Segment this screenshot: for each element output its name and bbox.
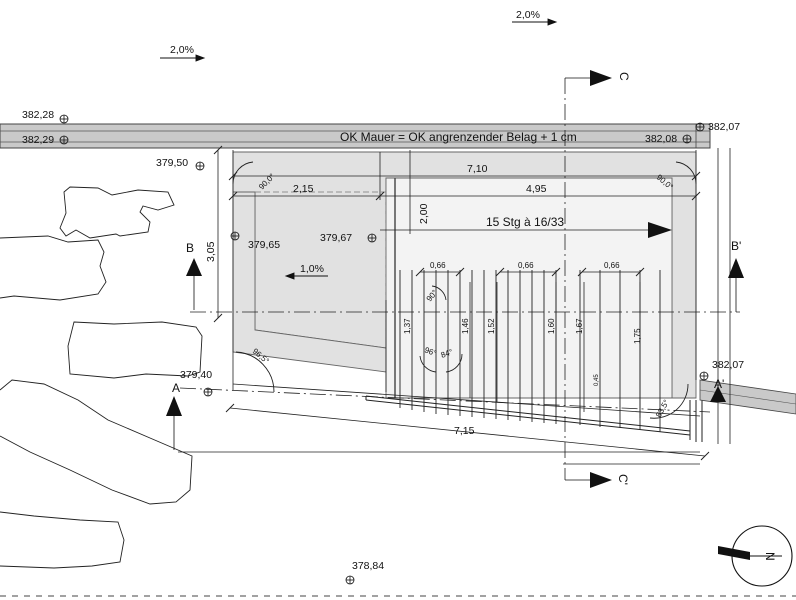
- height-label: 1,37: [403, 318, 412, 334]
- dimension-label: 0,66: [430, 261, 446, 270]
- dimension-label: 7,15: [454, 425, 475, 437]
- angle-label: 83,5°: [654, 398, 671, 419]
- slope-label: 2,0%: [516, 9, 540, 21]
- height-label: 1,75: [633, 328, 642, 344]
- section-label-c: C: [617, 72, 631, 81]
- dimension-lines: [178, 78, 740, 480]
- angle-arcs: [232, 161, 697, 419]
- section-markers: [166, 70, 744, 488]
- stairs-label: 15 Stg à 16/33: [486, 215, 564, 229]
- section-label-a: A: [172, 381, 180, 395]
- elevation-label: 378,84: [352, 560, 384, 572]
- dimension-ticks: [213, 145, 710, 461]
- dimension-label: 3,05: [205, 241, 217, 262]
- dimension-label: 0,66: [604, 261, 620, 270]
- elevation-label: 379,67: [320, 232, 352, 244]
- section-label-c-prime: C': [616, 474, 630, 485]
- wall-label: OK Mauer = OK angrenzender Belag + 1 cm: [340, 130, 577, 144]
- angle-label: 84°: [440, 347, 454, 360]
- elevation-label: 382,29: [22, 134, 54, 146]
- height-label: 1,60: [547, 318, 556, 334]
- elevation-label: 379,50: [156, 157, 188, 169]
- elevation-label: 379,40: [180, 369, 212, 381]
- platform-outline: [232, 151, 697, 399]
- stair-direction-arrow: [648, 222, 672, 238]
- slope-label: 2,0%: [170, 44, 194, 56]
- dimension-label: 2,15: [293, 183, 314, 195]
- section-label-a-prime: A': [714, 377, 724, 391]
- height-label: 0,45: [594, 374, 600, 386]
- height-label: 1,67: [575, 318, 584, 334]
- angle-label: 96°: [423, 345, 437, 358]
- section-label-b-prime: B': [731, 239, 741, 253]
- elevation-label: 382,07: [712, 359, 744, 371]
- boulders: [0, 186, 203, 569]
- dimension-label: 4,95: [526, 183, 547, 195]
- elevation-markers: [59, 114, 709, 585]
- height-label: 1,52: [487, 318, 496, 334]
- elevation-label: 382,08: [645, 133, 677, 145]
- north-label: N: [763, 552, 777, 561]
- section-label-b: B: [186, 241, 194, 255]
- dimension-label: 2,00: [418, 203, 430, 224]
- boundary-wall: [0, 123, 711, 149]
- stair-base-rail: [365, 395, 703, 442]
- elevation-label: 379,65: [248, 239, 280, 251]
- slope-label: 1,0%: [300, 263, 324, 275]
- dimension-label: 7,10: [467, 163, 488, 175]
- dimension-label: 0,66: [518, 261, 534, 270]
- north-arrow: [718, 525, 793, 587]
- height-label: 1,46: [461, 318, 470, 334]
- elevation-label: 382,28: [22, 109, 54, 121]
- elevation-label: 382,07: [708, 121, 740, 133]
- slope-arrows: [160, 18, 558, 280]
- stair-treads: [399, 270, 661, 432]
